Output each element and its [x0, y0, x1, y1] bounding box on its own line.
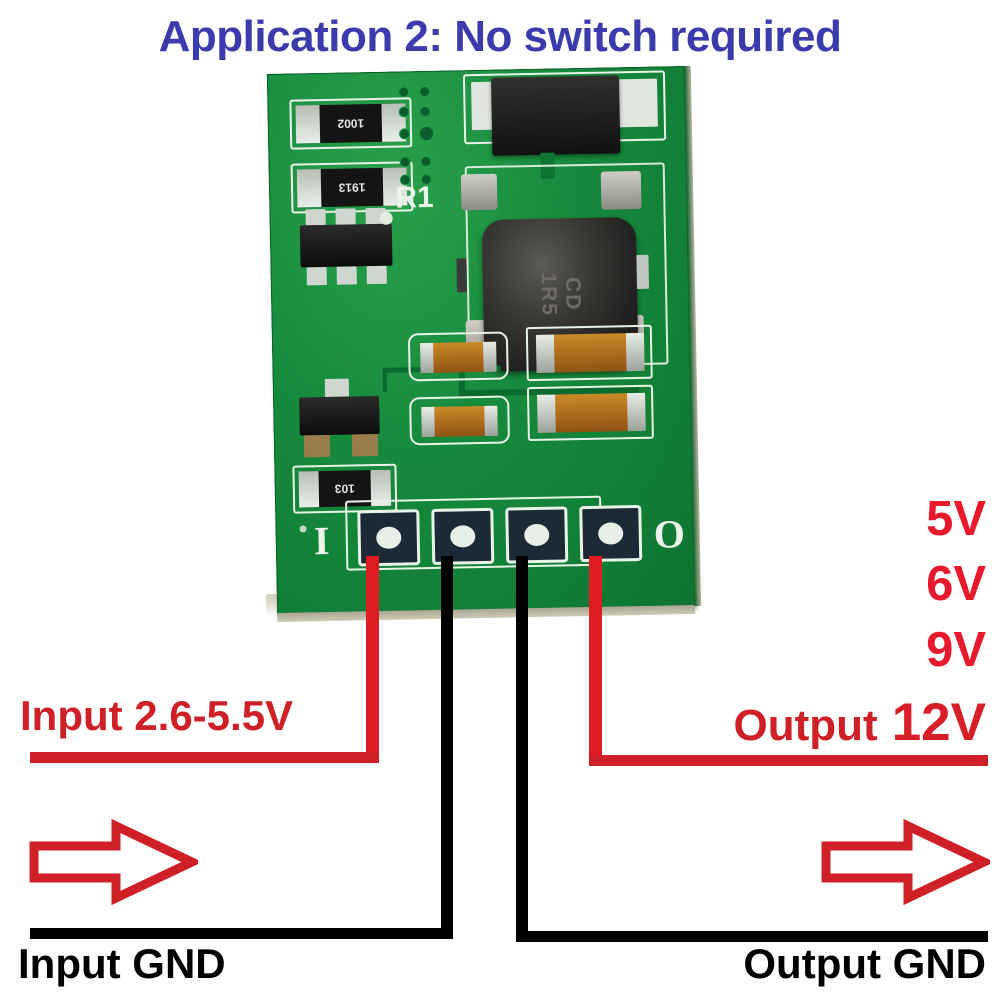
page-title: Application 2: No switch required	[158, 12, 842, 61]
via	[399, 129, 410, 139]
via	[399, 87, 409, 97]
output-voltage-row: Output 12V	[734, 692, 986, 753]
input-gnd-label: Input GND	[18, 940, 226, 987]
ic-leg	[335, 208, 356, 225]
capacitor-mlcc-1	[420, 341, 497, 374]
output-underline	[589, 755, 988, 766]
output-flow-arrow	[821, 818, 990, 906]
via	[299, 525, 307, 533]
input-gnd-line	[30, 928, 453, 939]
wire-output-ground	[516, 556, 528, 938]
output-gnd-label: Output GND	[743, 940, 986, 987]
terminal-pad-4[interactable]	[579, 504, 643, 563]
terminal-hole	[376, 526, 402, 550]
input-flow-arrow	[29, 818, 198, 906]
transistor-sot23	[299, 395, 380, 436]
ic-leg	[366, 265, 387, 285]
resistor-1913-marking: 1913	[338, 180, 366, 195]
ic-leg	[305, 208, 326, 226]
inductor-solder	[460, 173, 498, 211]
resistor-1002: 1002	[295, 103, 407, 144]
output-option-9v: 9V	[926, 623, 986, 677]
capacitor-mlcc-2	[421, 405, 498, 438]
inductor-leg	[456, 258, 468, 293]
output-voltage-label: 12V	[891, 693, 986, 752]
transistor-leg	[324, 378, 350, 398]
via	[421, 156, 431, 167]
pcb-board: 1002 1913 R1	[266, 65, 702, 622]
silkscreen-r1: R1	[394, 180, 434, 215]
silkscreen-output-marker: O	[653, 511, 686, 557]
via	[400, 157, 410, 167]
capacitor-mlcc-3	[535, 332, 645, 373]
mosfet-black	[490, 75, 621, 156]
resistor-1913: 1913	[296, 167, 408, 208]
test-point	[379, 211, 393, 225]
terminal-hole	[598, 522, 624, 545]
output-gnd-line	[516, 931, 988, 942]
silkscreen-input-marker: I	[313, 517, 330, 564]
resistor-1002-marking: 1002	[337, 116, 365, 131]
via	[420, 106, 430, 117]
transistor-leg	[303, 434, 331, 458]
pcb-right-edge	[683, 65, 702, 606]
output-label-word: Output	[733, 701, 878, 750]
terminal-pad-3[interactable]	[505, 506, 569, 564]
output-option-6v: 6V	[926, 557, 986, 611]
pcb-module: 1002 1913 R1	[252, 62, 722, 632]
wire-input-ground	[441, 556, 453, 938]
wire-output-positive	[589, 556, 602, 764]
solder-pad	[615, 78, 658, 128]
transistor-leg	[351, 433, 379, 457]
pcb-bottom-edge	[277, 604, 696, 622]
via	[419, 126, 434, 141]
inductor-leg	[636, 254, 650, 289]
terminal-hole	[524, 523, 550, 547]
terminal-hole	[450, 525, 476, 548]
ic-leg	[306, 266, 327, 286]
input-voltage-label: Input 2.6-5.5V	[20, 692, 294, 739]
ic-leg	[336, 266, 357, 285]
input-underline	[30, 752, 379, 763]
ic-sot23-6	[299, 223, 393, 268]
via	[420, 86, 430, 97]
capacitor-mlcc-4	[537, 392, 646, 433]
wire-input-positive	[366, 556, 379, 761]
inductor-solder	[600, 170, 642, 210]
output-option-5v: 5V	[926, 492, 986, 546]
